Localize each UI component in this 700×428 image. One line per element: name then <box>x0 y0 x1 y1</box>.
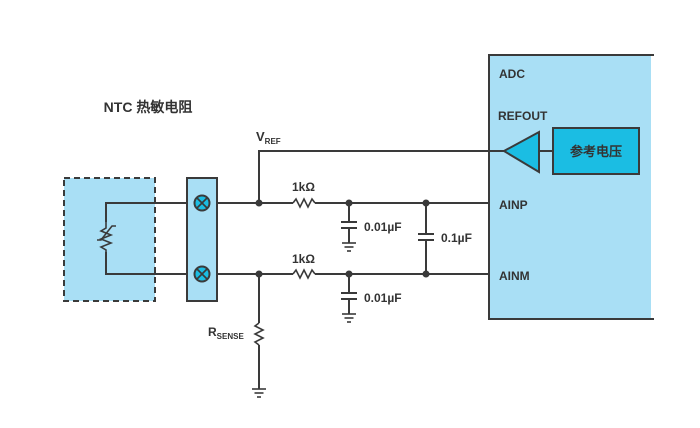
capacitor-bottom-label: 0.01µF <box>364 291 402 305</box>
adc-title: ADC <box>499 67 525 81</box>
ntc-sensor-box <box>63 177 156 302</box>
capacitor-differential-label: 0.1µF <box>441 231 472 245</box>
resistor-bottom-icon <box>292 268 316 280</box>
ground-icon <box>342 242 356 252</box>
adc-refout-label: REFOUT <box>498 109 548 123</box>
ground-icon <box>342 313 356 323</box>
buffer-amplifier-icon <box>501 130 540 174</box>
terminal-screw-bottom-icon <box>193 265 211 283</box>
ntc-thermistor-title: NTC 热敏电阻 <box>104 99 193 115</box>
capacitor-top-icon <box>341 203 357 243</box>
rsense-label: RSENSE <box>208 325 244 341</box>
vref-wire <box>258 150 504 203</box>
adc-ainp-label: AINP <box>499 198 528 212</box>
vref-label: VREF <box>256 129 281 146</box>
terminal-screw-top-icon <box>193 194 211 212</box>
junction-dot <box>255 199 263 207</box>
resistor-top-icon <box>292 197 316 209</box>
adc-ainm-label: AINM <box>499 269 530 283</box>
capacitor-bottom-icon <box>341 274 357 314</box>
rsense-resistor-icon <box>253 274 265 389</box>
resistor-bottom-label: 1kΩ <box>292 252 315 266</box>
reference-voltage-label: 参考电压 <box>570 144 622 159</box>
capacitor-top-label: 0.01µF <box>364 220 402 234</box>
ground-icon <box>252 388 266 398</box>
resistor-top-label: 1kΩ <box>292 180 315 194</box>
adc-fill <box>489 56 651 318</box>
thermistor-icon <box>97 222 116 252</box>
capacitor-differential-icon <box>418 203 434 274</box>
